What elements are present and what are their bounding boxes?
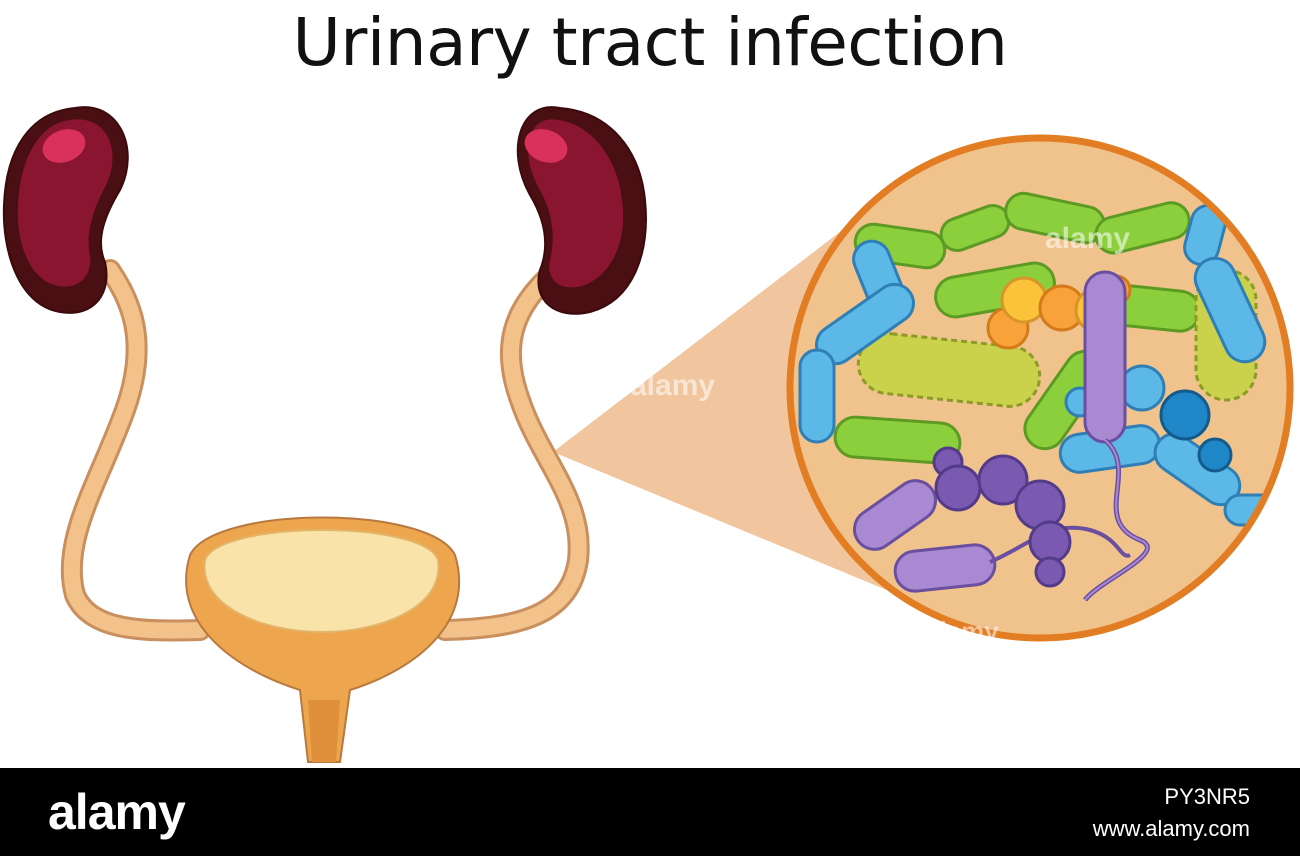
left-kidney [2, 106, 129, 314]
right-kidney [516, 106, 647, 315]
watermark-overlay: alamy alamy alamy [630, 222, 1130, 646]
diagram-title: Urinary tract infection [292, 4, 1008, 81]
urinary-tract-illustration: alamy alamy alamy [2, 106, 1294, 763]
watermark-text: alamy [925, 616, 999, 646]
lens-border [786, 134, 1294, 642]
brand-logo[interactable]: alamy [48, 784, 186, 840]
right-ureter [434, 269, 590, 641]
watermark-text: alamy [630, 369, 715, 402]
left-ureter [60, 259, 211, 642]
image-id: PY3NR5 [1164, 784, 1250, 809]
purple-bacteria [853, 270, 1150, 602]
watermark-text: alamy [1045, 222, 1130, 255]
site-url[interactable]: www.alamy.com [1092, 816, 1250, 841]
bladder [185, 516, 461, 763]
magnified-bacteria-view [786, 134, 1294, 642]
stock-footer-bar: alamy PY3NR5 www.alamy.com [0, 768, 1300, 856]
